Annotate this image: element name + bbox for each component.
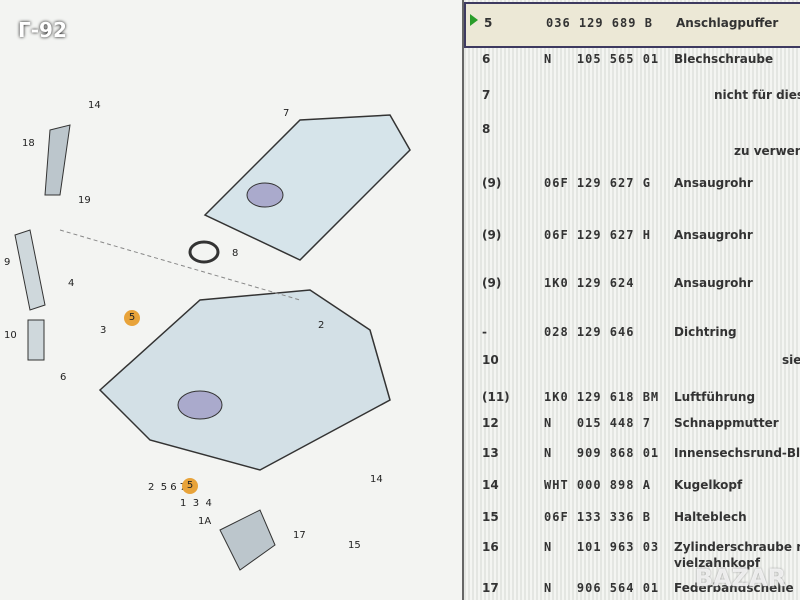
position-number: 8 <box>482 122 491 136</box>
seal-ring <box>188 240 220 264</box>
part-number: 1K0 129 624 <box>544 276 635 290</box>
overlay-tag: Г-92 <box>18 18 67 42</box>
part-number: N 909 868 01 <box>544 446 660 460</box>
part-description: Ansaugrohr <box>674 176 753 190</box>
part-description: Halteblech <box>674 510 747 524</box>
vw-logo-upper <box>246 182 284 208</box>
part-description: Innensechsrund-Blech <box>674 446 800 460</box>
part-number: N 015 448 7 <box>544 416 651 430</box>
watermark-logo: BAZAR <box>694 564 786 592</box>
callout-3[interactable]: 3 <box>100 325 107 336</box>
air-duct <box>219 509 276 571</box>
part-number: N 101 963 03 <box>544 540 660 554</box>
position-number: 6 <box>482 52 491 66</box>
part-description: Blechschraube <box>674 52 774 66</box>
parts-list: 5 036 129 689 B Anschlagpuffer 6 N 105 565 0… <box>462 0 800 600</box>
callout-5-highlighted-group[interactable]: 5 <box>182 478 198 494</box>
engine-cover-drawing <box>14 114 411 571</box>
callout-9[interactable]: 9 <box>4 257 11 268</box>
position-number: 12 <box>482 416 499 430</box>
position-number: 5 <box>484 16 493 30</box>
part-description: Kugelkopf <box>674 478 743 492</box>
part-number: 06F 133 336 B <box>544 510 651 524</box>
callout-10[interactable]: 10 <box>4 330 17 341</box>
upper-engine-cover <box>203 114 411 261</box>
callout-8[interactable]: 8 <box>232 248 239 259</box>
position-number: 10 <box>482 353 499 367</box>
callout-18[interactable]: 18 <box>22 138 35 149</box>
callout-2[interactable]: 2 <box>318 320 325 331</box>
part-description: siehe <box>782 353 800 367</box>
part-number: N 105 565 01 <box>544 52 660 66</box>
position-number: 13 <box>482 446 499 460</box>
part-number: 1K0 129 618 BM <box>544 390 660 404</box>
callout-5-highlighted[interactable]: 5 <box>124 310 140 326</box>
part-description: Ansaugrohr <box>674 228 753 242</box>
callout-1a[interactable]: 1A <box>198 516 212 527</box>
part-description: Federbandschelle <box>674 581 794 595</box>
pipe-segment <box>27 319 45 361</box>
selected-row-arrow-icon <box>470 14 478 26</box>
part-description: zu verwenden <box>734 144 800 158</box>
bracket <box>44 124 71 196</box>
lower-engine-cover <box>98 289 391 471</box>
part-description: Dichtring <box>674 325 737 339</box>
part-description: Luftführung <box>674 390 756 404</box>
position-number: (9) <box>482 228 502 242</box>
part-description: Schnappmutter <box>674 416 779 430</box>
callout-group-2567[interactable]: 2 5 6 7 <box>148 482 187 493</box>
position-number: (9) <box>482 276 502 290</box>
part-number: 06F 129 627 H <box>544 228 651 242</box>
callout-19[interactable]: 19 <box>78 195 91 206</box>
part-number: 028 129 646 <box>544 325 635 339</box>
callout-4[interactable]: 4 <box>68 278 75 289</box>
part-description: nicht für dieses <box>714 88 800 102</box>
part-description: Anschlagpuffer <box>676 16 779 30</box>
part-number: 036 129 689 B <box>546 16 653 30</box>
position-number: 17 <box>482 581 499 595</box>
exploded-parts-diagram: 14 18 19 7 9 8 4 3 5 10 6 2 14 17 15 2 5… <box>0 0 462 600</box>
intake-pipe <box>14 229 46 311</box>
position-number: (11) <box>482 390 510 404</box>
part-description: Ansaugrohr <box>674 276 753 290</box>
position-number: 15 <box>482 510 499 524</box>
callout-15[interactable]: 15 <box>348 540 361 551</box>
position-number: - <box>482 325 487 339</box>
position-number: 7 <box>482 88 491 102</box>
vw-logo-lower <box>177 390 223 420</box>
position-number: (9) <box>482 176 502 190</box>
callout-14b[interactable]: 14 <box>370 474 383 485</box>
callout-14[interactable]: 14 <box>88 100 101 111</box>
part-number: N 906 564 01 <box>544 581 660 595</box>
callout-17[interactable]: 17 <box>293 530 306 541</box>
table-row-selected[interactable]: 5 036 129 689 B Anschlagpuffer <box>464 2 800 48</box>
position-number: 14 <box>482 478 499 492</box>
part-description: Zylinderschraube mit In <box>674 540 800 554</box>
part-number: 06F 129 627 G <box>544 176 651 190</box>
callout-group-134[interactable]: 1 3 4 <box>180 498 212 509</box>
callout-6[interactable]: 6 <box>60 372 67 383</box>
part-description-cont: vielzahnkopf <box>674 556 761 570</box>
callout-7[interactable]: 7 <box>283 108 290 119</box>
position-number: 16 <box>482 540 499 554</box>
part-number: WHT 000 898 A <box>544 478 651 492</box>
